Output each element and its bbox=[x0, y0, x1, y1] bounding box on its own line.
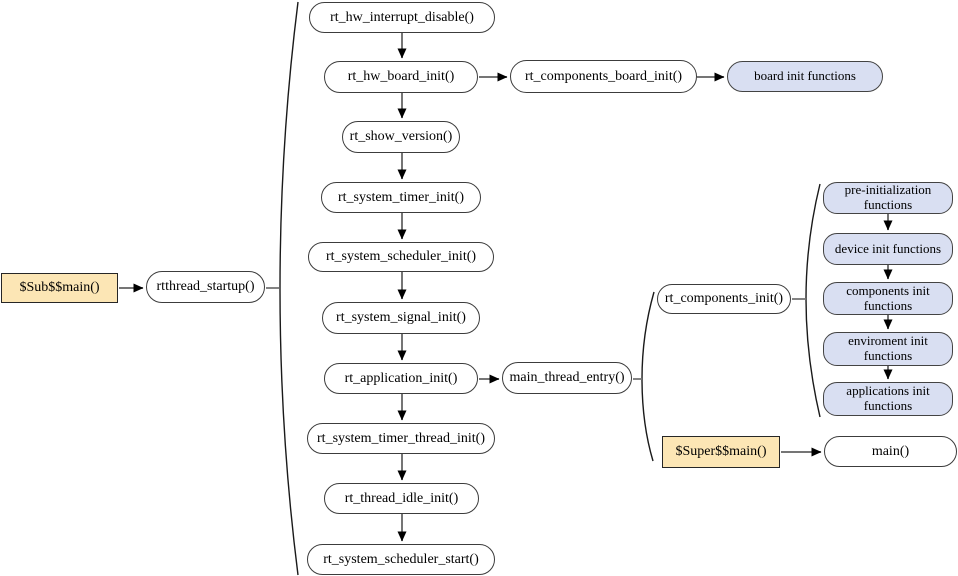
node-rt-system-scheduler-start: rt_system_scheduler_start() bbox=[307, 544, 495, 575]
node-rt-components-board-init: rt_components_board_init() bbox=[510, 60, 697, 93]
node-rt-system-timer-init: rt_system_timer_init() bbox=[321, 182, 481, 213]
node-main: main() bbox=[824, 436, 957, 467]
node-rtthread-startup: rtthread_startup() bbox=[146, 271, 265, 303]
node-main-thread-entry: main_thread_entry() bbox=[502, 362, 632, 394]
brace-rtthread-startup-group bbox=[279, 1, 299, 576]
node-rt-hw-board-init: rt_hw_board_init() bbox=[324, 61, 478, 93]
node-super-main: $Super$$main() bbox=[662, 436, 780, 468]
node-rt-show-version: rt_show_version() bbox=[342, 121, 460, 153]
node-rt-system-signal-init: rt_system_signal_init() bbox=[322, 302, 480, 334]
node-enviroment-init-functions: enviroment init functions bbox=[823, 332, 953, 366]
node-device-init-functions: device init functions bbox=[823, 233, 953, 265]
node-rt-system-scheduler-init: rt_system_scheduler_init() bbox=[308, 242, 494, 272]
node-applications-init-functions: applications init functions bbox=[823, 382, 953, 416]
node-rt-hw-interrupt-disable: rt_hw_interrupt_disable() bbox=[309, 2, 495, 33]
node-rt-application-init: rt_application_init() bbox=[324, 363, 478, 394]
node-board-init-functions: board init functions bbox=[727, 61, 883, 92]
node-sub-main: $Sub$$main() bbox=[1, 273, 118, 303]
node-rt-thread-idle-init: rt_thread_idle_init() bbox=[324, 483, 479, 514]
node-rt-components-init: rt_components_init() bbox=[657, 284, 791, 314]
node-rt-system-timer-thread-init: rt_system_timer_thread_init() bbox=[307, 423, 495, 454]
node-components-init-functions: components init functions bbox=[823, 282, 953, 315]
brace-main-thread-entry-group bbox=[641, 291, 655, 462]
brace-components-init-group bbox=[805, 183, 821, 418]
node-pre-initialization-functions: pre-initialization functions bbox=[823, 182, 953, 214]
